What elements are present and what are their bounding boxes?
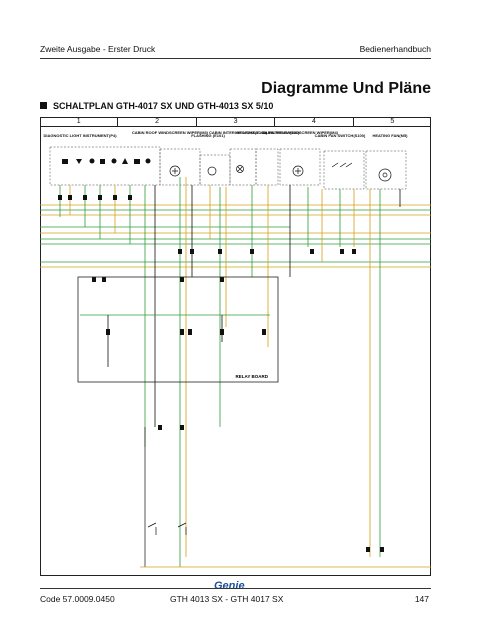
footer-code: Code 57.0009.0450 [40,594,115,604]
label-rear-wiper: CABIN REAR WINDSCREEN WIPER(M4) [262,130,339,135]
footer-rule [40,588,431,589]
label-fan-switch: CABIN FAN SWITCH(S100) [315,133,366,138]
column-4: 4 [275,117,354,126]
relay-board-outline [77,276,279,383]
page-number: 147 [414,594,429,604]
label-oil-filter: HYDRAULIC OIL FILTER SW(101) [237,130,301,135]
label-interior-light: CABIN INTERIOR LIGHT(E100) [209,130,268,135]
column-1: 1 [40,117,119,126]
header-manual: Bedienerhandbuch [359,44,431,54]
footer-models: GTH 4013 SX - GTH 4017 SX [170,594,284,604]
label-roof-wiper: CABIN ROOF WINDSCREEN WIPER(M3) [132,130,209,135]
wiring-schematic: DIAGNOSTIC LIGHT INSTRUMENT(P4) CABIN RO… [40,130,431,568]
column-3: 3 [197,117,276,126]
column-strip: 1 2 3 4 5 [40,117,431,127]
section-heading: SCHALTPLAN GTH-4017 SX UND GTH-4013 SX 5… [40,101,273,111]
label-diagnostic-light: DIAGNOSTIC LIGHT INSTRUMENT(P4) [43,133,117,138]
page-title: Diagramme Und Pläne [261,80,431,97]
relay-board-label: RELAY BOARD [235,374,268,379]
label-heating-fan: HEATING FAN(M5) [372,133,408,138]
column-2: 2 [118,117,197,126]
bullet-square-icon [40,102,47,109]
label-flashing: FLASHING (E101) [191,133,225,138]
section-title: SCHALTPLAN GTH-4017 SX UND GTH-4013 SX 5… [53,101,274,111]
column-5: 5 [390,118,395,125]
genie-logo: Genie [214,580,245,592]
schematic-frame [40,117,431,576]
header-edition: Zweite Ausgabe - Erster Druck [40,44,156,54]
header-rule [40,58,431,59]
